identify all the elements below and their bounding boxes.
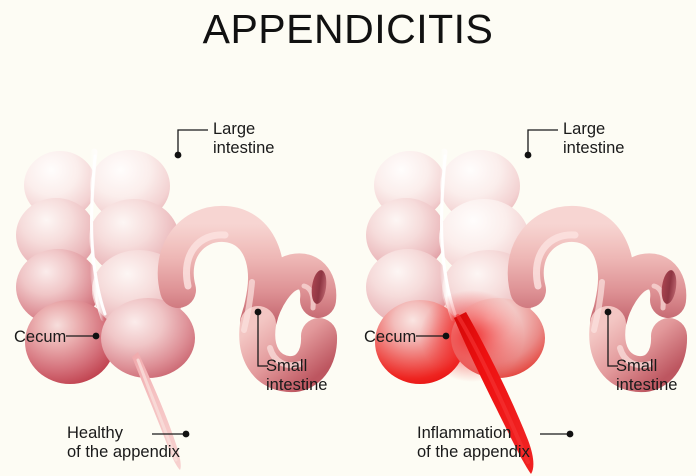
leader-cecum-right xyxy=(416,332,450,340)
leader-dot xyxy=(566,430,574,438)
leader-dot xyxy=(254,308,262,316)
leader-dot xyxy=(182,430,190,438)
leader-large-intestine-left xyxy=(174,129,208,159)
label-large-intestine-inflamed: Large intestine xyxy=(563,120,625,157)
label-cecum-healthy: Cecum xyxy=(14,328,67,346)
leader-dot xyxy=(442,332,450,340)
label-small-intestine-healthy: Small intestine xyxy=(266,357,328,394)
page-title: APPENDICITIS xyxy=(202,6,494,52)
label-appendix-healthy: Healthy of the appendix xyxy=(67,424,180,461)
leader-appendix-right xyxy=(540,430,574,438)
leader-dot xyxy=(524,151,532,159)
label-large-intestine-healthy: Large intestine xyxy=(213,120,275,157)
label-cecum-inflamed: Cecum xyxy=(364,328,417,346)
leader-dot xyxy=(174,151,182,159)
leader-dot xyxy=(92,332,100,340)
leader-cecum-left xyxy=(66,332,100,340)
label-appendix-inflamed: Inflammation of the appendix xyxy=(417,424,530,461)
label-small-intestine-inflamed: Small intestine xyxy=(616,357,678,394)
leader-dot xyxy=(604,308,612,316)
healthy-colon-illustration xyxy=(16,150,328,470)
leader-large-intestine-right xyxy=(524,129,558,159)
